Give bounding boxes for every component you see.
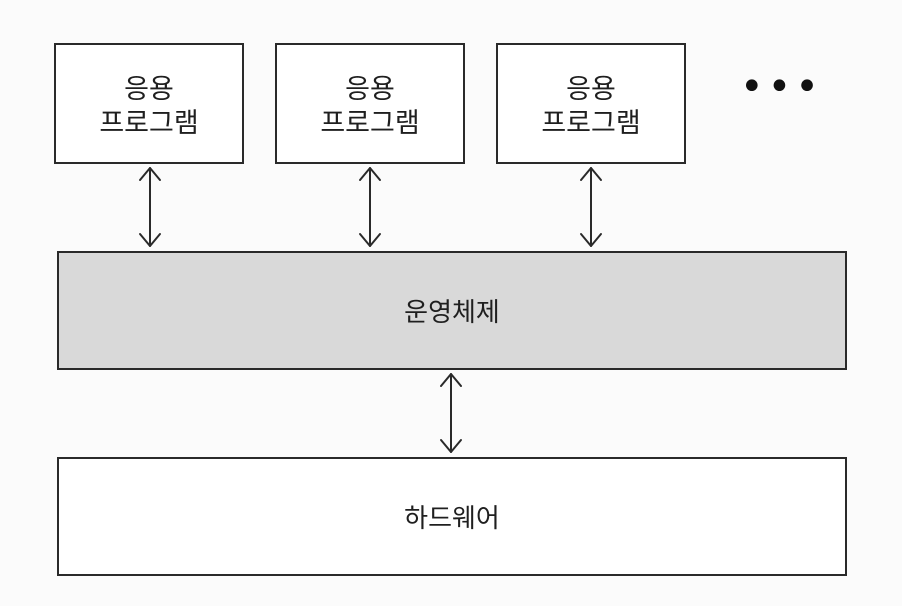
app-program-label-line1: 응용 [566, 73, 616, 105]
app-program-label-line1: 응용 [124, 73, 174, 105]
bidirectional-arrow-app2-os [359, 167, 381, 247]
bidirectional-arrow-os-hardware [440, 373, 462, 453]
app-program-box-3: 응용 프로그램 [496, 43, 686, 164]
app-program-box-1: 응용 프로그램 [54, 43, 244, 164]
operating-system-box: 운영체제 [57, 251, 847, 370]
operating-system-label: 운영체제 [404, 298, 500, 328]
hardware-label: 하드웨어 [404, 504, 500, 534]
app-program-label-line2: 프로그램 [320, 107, 420, 139]
hardware-box: 하드웨어 [57, 457, 847, 576]
app-program-label-line1: 응용 [345, 73, 395, 105]
app-program-label-line2: 프로그램 [541, 107, 641, 139]
more-apps-ellipsis: ••• [740, 64, 823, 110]
app-program-box-2: 응용 프로그램 [275, 43, 465, 164]
app-program-label-line2: 프로그램 [99, 107, 199, 139]
bidirectional-arrow-app3-os [580, 167, 602, 247]
bidirectional-arrow-app1-os [139, 167, 161, 247]
